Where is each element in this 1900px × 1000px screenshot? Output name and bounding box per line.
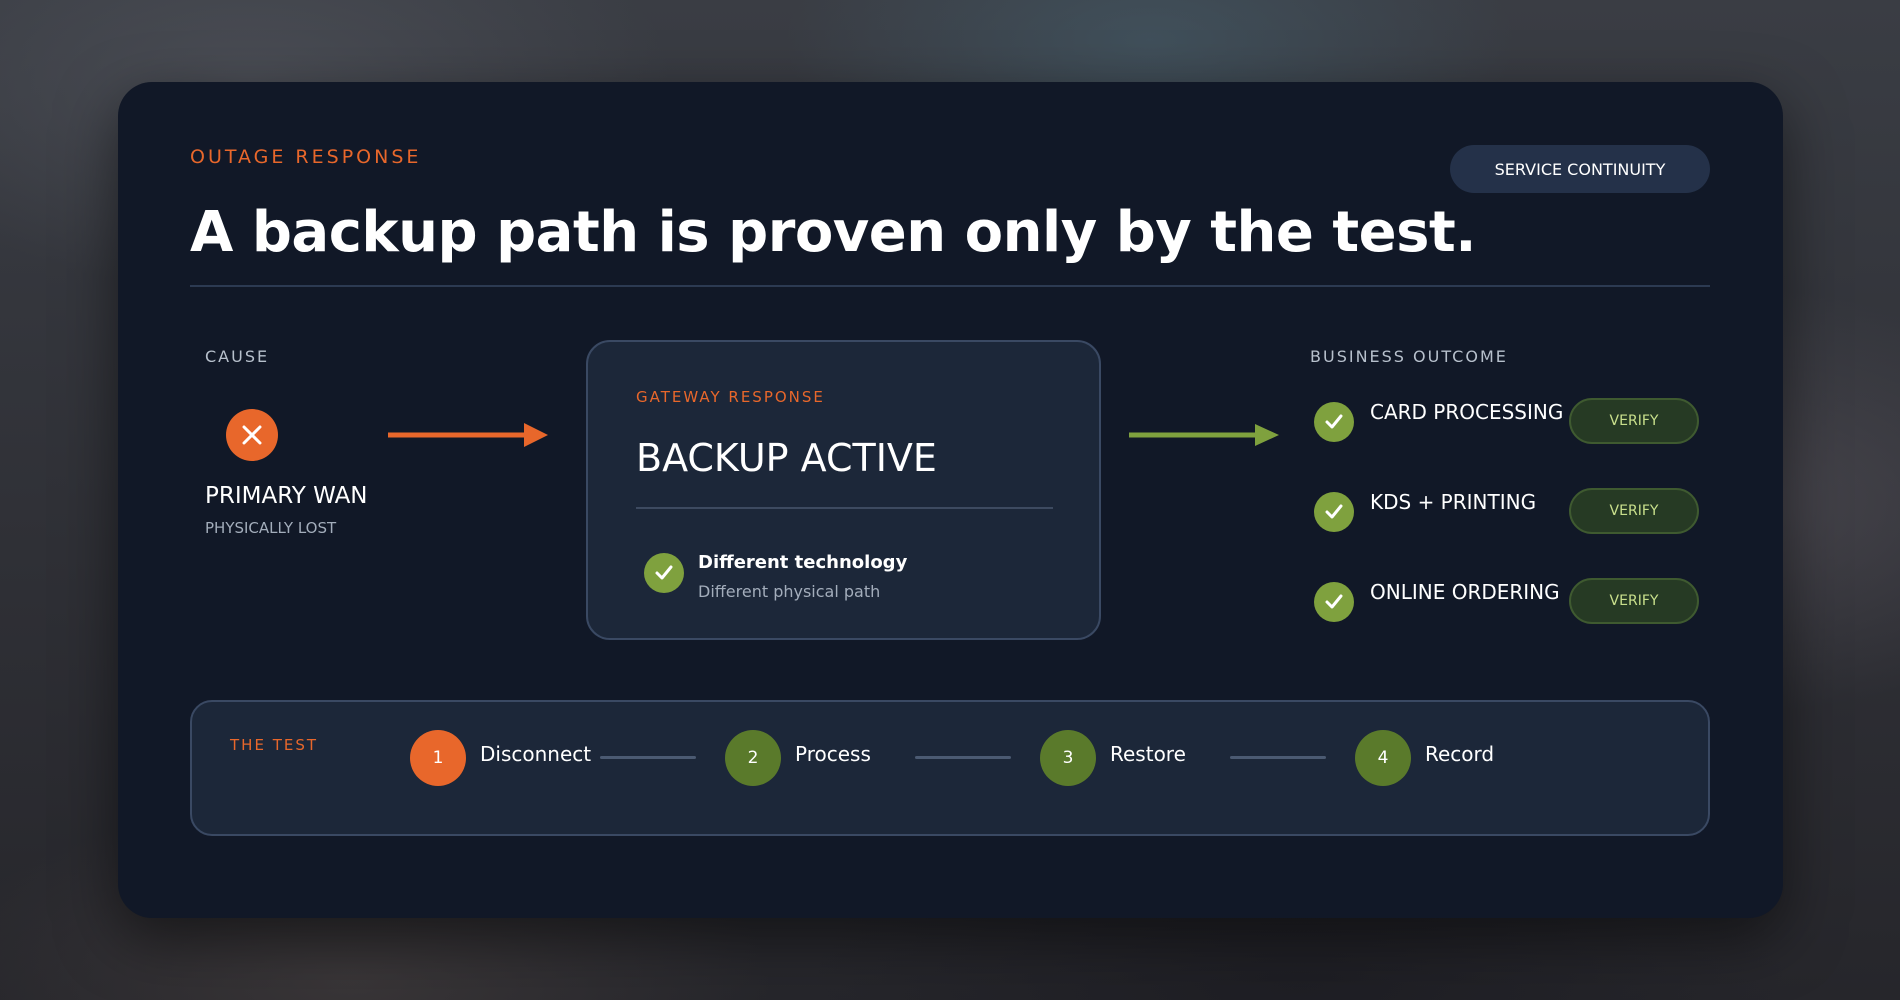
step-connector (915, 756, 1011, 759)
check-icon (1314, 402, 1354, 442)
step-number-badge: 4 (1355, 730, 1411, 786)
step-label: Restore (1110, 742, 1186, 766)
outcome-item-online-ordering: ONLINE ORDERING VERIFY (1314, 578, 1734, 626)
x-icon-glyph (242, 425, 262, 445)
header-divider (190, 285, 1710, 287)
section-eyebrow: OUTAGE RESPONSE (190, 146, 422, 168)
cause-to-gateway-arrow-icon (388, 423, 548, 447)
cause-subtitle: PHYSICALLY LOST (205, 519, 337, 537)
step-connector (600, 756, 696, 759)
gateway-eyebrow: GATEWAY RESPONSE (636, 388, 825, 406)
outcome-item-kds-printing: KDS + PRINTING VERIFY (1314, 488, 1734, 536)
outcome-item-label: CARD PROCESSING (1370, 400, 1564, 424)
step-number-badge: 2 (725, 730, 781, 786)
page-title: A backup path is proven only by the test… (190, 200, 1477, 265)
test-label: THE TEST (230, 736, 319, 754)
verify-button[interactable]: VERIFY (1569, 578, 1699, 624)
outcome-item-card-processing: CARD PROCESSING VERIFY (1314, 398, 1734, 446)
gateway-response-box: GATEWAY RESPONSE BACKUP ACTIVE Different… (586, 340, 1101, 640)
verify-button[interactable]: VERIFY (1569, 398, 1699, 444)
outcome-label: BUSINESS OUTCOME (1310, 347, 1508, 366)
gateway-check-secondary: Different physical path (698, 582, 881, 601)
check-icon (1314, 582, 1354, 622)
check-icon-glyph (655, 565, 673, 580)
service-continuity-pill: SERVICE CONTINUITY (1450, 145, 1710, 193)
gateway-divider (636, 507, 1053, 509)
check-icon (1314, 492, 1354, 532)
cause-label: CAUSE (205, 347, 270, 366)
step-label: Record (1425, 742, 1495, 766)
gateway-check-primary: Different technology (698, 552, 908, 573)
check-icon-glyph (1325, 414, 1343, 429)
cause-title: PRIMARY WAN (205, 483, 368, 509)
step-connector (1230, 756, 1326, 759)
gateway-title: BACKUP ACTIVE (636, 436, 937, 480)
step-label: Process (795, 742, 871, 766)
x-icon (226, 409, 278, 461)
outcome-item-label: KDS + PRINTING (1370, 490, 1537, 514)
test-steps-panel: THE TEST 1 Disconnect 2 Process 3 Restor… (190, 700, 1710, 836)
outage-response-card: OUTAGE RESPONSE SERVICE CONTINUITY A bac… (118, 82, 1783, 918)
step-number-badge: 1 (410, 730, 466, 786)
outcome-item-label: ONLINE ORDERING (1370, 580, 1560, 604)
step-label: Disconnect (480, 742, 592, 766)
check-icon-glyph (1325, 504, 1343, 519)
step-number-badge: 3 (1040, 730, 1096, 786)
verify-button[interactable]: VERIFY (1569, 488, 1699, 534)
check-icon (644, 553, 684, 593)
check-icon-glyph (1325, 594, 1343, 609)
gateway-to-outcome-arrow-icon (1129, 424, 1279, 446)
